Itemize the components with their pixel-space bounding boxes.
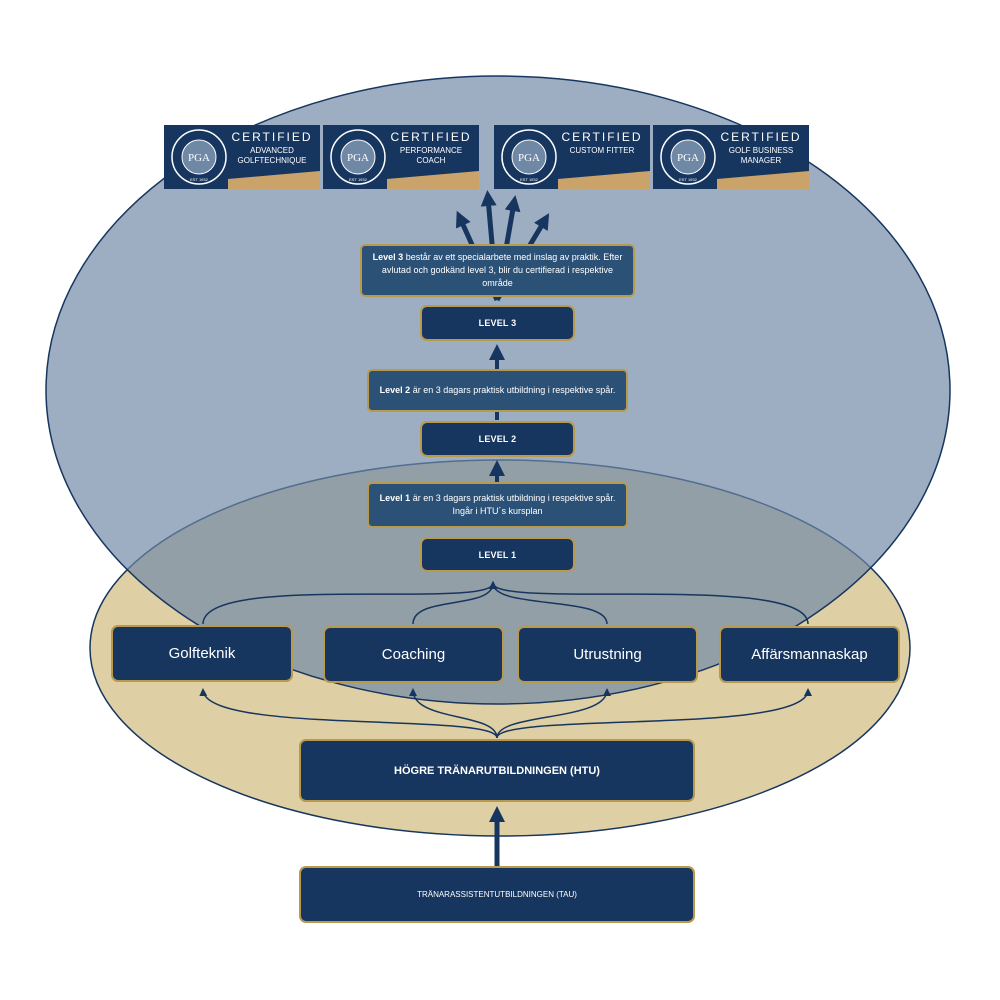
level1-description: Level 1 är en 3 dagars praktisk utbildni… bbox=[367, 482, 628, 528]
level3-box: LEVEL 3 bbox=[420, 305, 575, 341]
track-coaching: Coaching bbox=[323, 626, 504, 683]
certified-label: CERTIFIED bbox=[390, 130, 472, 144]
svg-text:PGA: PGA bbox=[347, 152, 369, 164]
svg-text:PGA: PGA bbox=[188, 152, 210, 164]
pga-seal-icon: PGA EST 1932 bbox=[330, 129, 386, 185]
level3-description: Level 3 består av ett specialarbete med … bbox=[360, 244, 635, 297]
svg-text:EST 1932: EST 1932 bbox=[679, 177, 697, 182]
certified-label: CERTIFIED bbox=[720, 130, 802, 144]
track-utrustning: Utrustning bbox=[517, 626, 698, 683]
tracks-to-level1-arrows bbox=[202, 581, 809, 625]
tau-box: TRÄNARASSISTENTUTBILDNINGEN (TAU) bbox=[299, 866, 695, 923]
level2-box: LEVEL 2 bbox=[420, 421, 575, 457]
svg-text:PGA: PGA bbox=[518, 152, 540, 164]
track-golfteknik: Golfteknik bbox=[111, 625, 293, 682]
certified-label: CERTIFIED bbox=[561, 130, 643, 144]
level2-description: Level 2 är en 3 dagars praktisk utbildni… bbox=[367, 369, 628, 412]
htu-box: HÖGRE TRÄNARUTBILDNINGEN (HTU) bbox=[299, 739, 695, 802]
badge-name: CUSTOM FITTER bbox=[569, 146, 635, 155]
pga-seal-icon: PGA EST 1932 bbox=[501, 129, 557, 185]
svg-text:EST 1932: EST 1932 bbox=[190, 177, 208, 182]
htu-to-tracks-arrows bbox=[199, 688, 812, 739]
level1-box: LEVEL 1 bbox=[420, 537, 575, 572]
track-affarsmannaskap: Affärsmannaskap bbox=[719, 626, 900, 683]
svg-text:PGA: PGA bbox=[677, 152, 699, 164]
pga-seal-icon: PGA EST 1932 bbox=[171, 129, 227, 185]
pga-seal-icon: PGA EST 1932 bbox=[660, 129, 716, 185]
badge-custom-fitter: PGA EST 1932 CERTIFIED CUSTOM FITTER bbox=[494, 125, 650, 189]
svg-text:EST 1932: EST 1932 bbox=[349, 177, 367, 182]
certified-label: CERTIFIED bbox=[231, 130, 313, 144]
svg-text:EST 1932: EST 1932 bbox=[520, 177, 538, 182]
